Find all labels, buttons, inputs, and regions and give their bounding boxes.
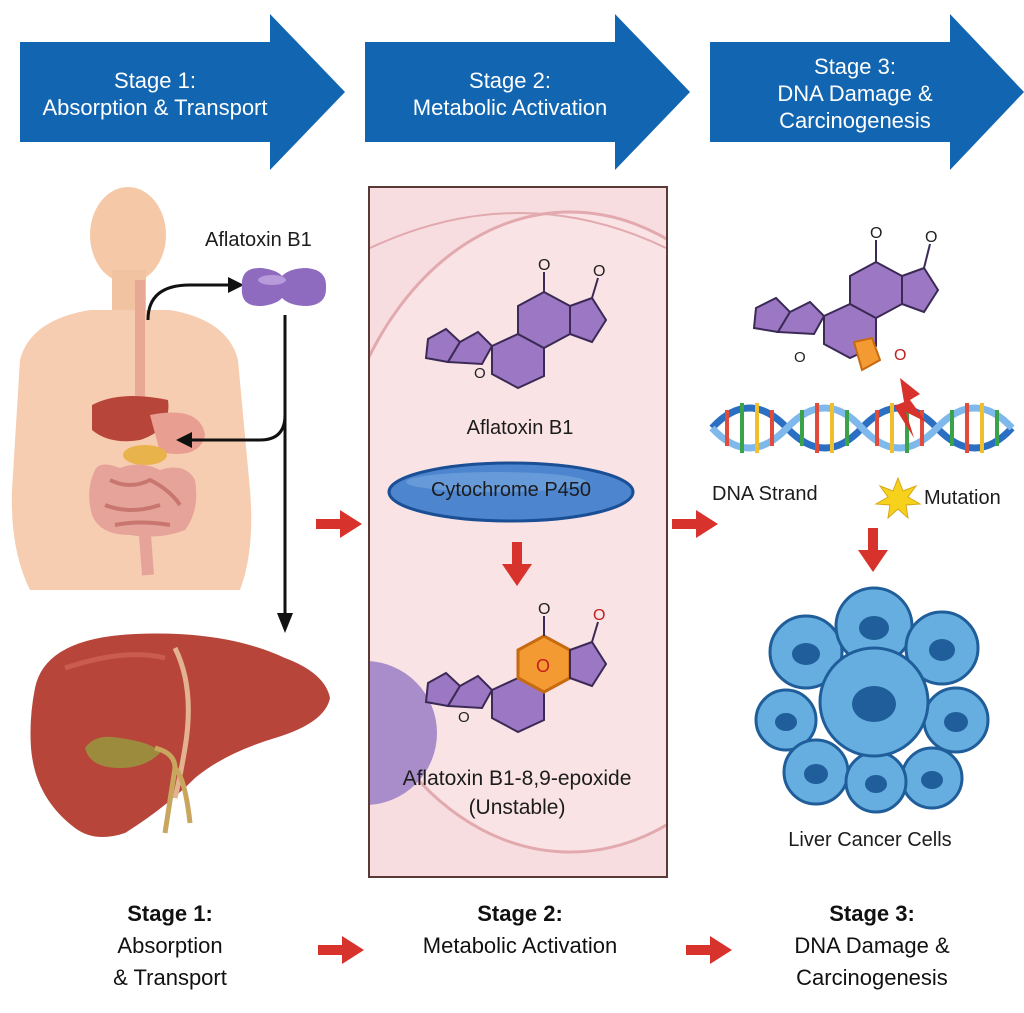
epoxide-name: Aflatoxin B1-8,9-epoxide <box>402 767 632 790</box>
caption-arrow-1 <box>318 936 364 964</box>
stage-1-to-2-arrow <box>316 510 362 538</box>
carcinogenesis-arrow <box>858 528 888 572</box>
oxygen-label: O <box>538 257 550 274</box>
liver-illustration <box>30 633 330 837</box>
transport-arrows <box>176 315 293 633</box>
stage-1-banner-title: Stage 1: <box>114 68 196 93</box>
oxygen-label: O <box>538 601 550 618</box>
lightning-icon <box>894 378 926 438</box>
aflatoxin-b1-body-label: Aflatoxin B1 <box>205 229 312 251</box>
cancer-cells-label: Liver Cancer Cells <box>788 829 952 851</box>
aflatoxin-b1-molecule-icon <box>241 267 327 307</box>
stage-3-banner-subtitle-2: Carcinogenesis <box>779 107 931 133</box>
oxygen-label: O <box>593 607 605 624</box>
stage-3-caption: Stage 3: DNA Damage & Carcinogenesis <box>752 898 992 994</box>
stage-1-banner: Stage 1: Absorption & Transport <box>20 44 290 144</box>
dna-strand-label: DNA Strand <box>712 483 818 505</box>
aflatoxin-epoxide-structure: O O O O <box>424 601 608 734</box>
oxygen-label: O <box>894 347 906 364</box>
stage-2-banner-title: Stage 2: <box>469 68 551 93</box>
oxygen-label: O <box>458 709 470 726</box>
stage-3-banner-subtitle: DNA Damage & <box>777 80 933 106</box>
aflatoxin-b1-cell-label: Aflatoxin B1 <box>466 417 574 439</box>
oxygen-label: O <box>474 365 486 382</box>
hepatocyte-panel <box>368 186 668 878</box>
stage-1-caption-line1: Absorption <box>117 933 223 958</box>
dna-helix-illustration <box>709 378 1015 453</box>
stage-3-banner-title: Stage 3: <box>814 53 896 79</box>
cytochrome-p450-ellipse <box>387 461 635 523</box>
cytochrome-label: Cytochrome P450 <box>430 479 592 501</box>
stage-1-caption-title: Stage 1: <box>127 901 213 926</box>
stage-1-caption-line2: & Transport <box>113 965 227 990</box>
stage-2-caption-title: Stage 2: <box>477 901 563 926</box>
stage-3-caption-line1: DNA Damage & <box>794 933 950 958</box>
stage-2-banner-subtitle: Metabolic Activation <box>412 95 608 120</box>
caption-arrow-2 <box>686 936 732 964</box>
stage-1-banner-subtitle: Absorption & Transport <box>42 95 268 120</box>
oxygen-label: O <box>536 656 550 676</box>
oxygen-label: O <box>794 349 806 366</box>
stage-2-banner-arrow <box>365 14 690 170</box>
mutation-star-icon <box>874 476 922 520</box>
stage-3-caption-title: Stage 3: <box>829 901 915 926</box>
stage-2-caption: Stage 2: Metabolic Activation <box>380 898 660 962</box>
epoxide-stability: (Unstable) <box>468 796 566 819</box>
epoxide-label: Aflatoxin B1-8,9-epoxide (Unstable) <box>372 764 662 822</box>
activation-arrow <box>502 542 532 586</box>
oxygen-label: O <box>593 263 605 280</box>
ingestion-arrow <box>146 277 244 321</box>
stage-3-caption-line2: Carcinogenesis <box>796 965 948 990</box>
aflatoxin-b1-structure: O O O <box>424 257 608 390</box>
stage-1-banner-arrow <box>20 14 345 170</box>
oxygen-label: O <box>870 225 882 242</box>
stage-2-caption-line1: Metabolic Activation <box>422 933 618 958</box>
stage-2-to-3-arrow <box>672 510 718 538</box>
epoxide-molecule-stage3: O O O O <box>752 225 940 372</box>
human-body-illustration <box>11 187 252 590</box>
stage-1-caption: Stage 1: Absorption & Transport <box>60 898 280 994</box>
stage-3-banner: Stage 3: DNA Damage & Carcinogenesis <box>710 38 1000 148</box>
liver-cancer-cells-illustration <box>754 586 990 814</box>
stage-2-banner: Stage 2: Metabolic Activation <box>365 44 655 144</box>
stage-3-banner-arrow <box>710 14 1024 170</box>
oxygen-label: O <box>925 229 937 246</box>
mutation-label: Mutation <box>924 487 1001 509</box>
